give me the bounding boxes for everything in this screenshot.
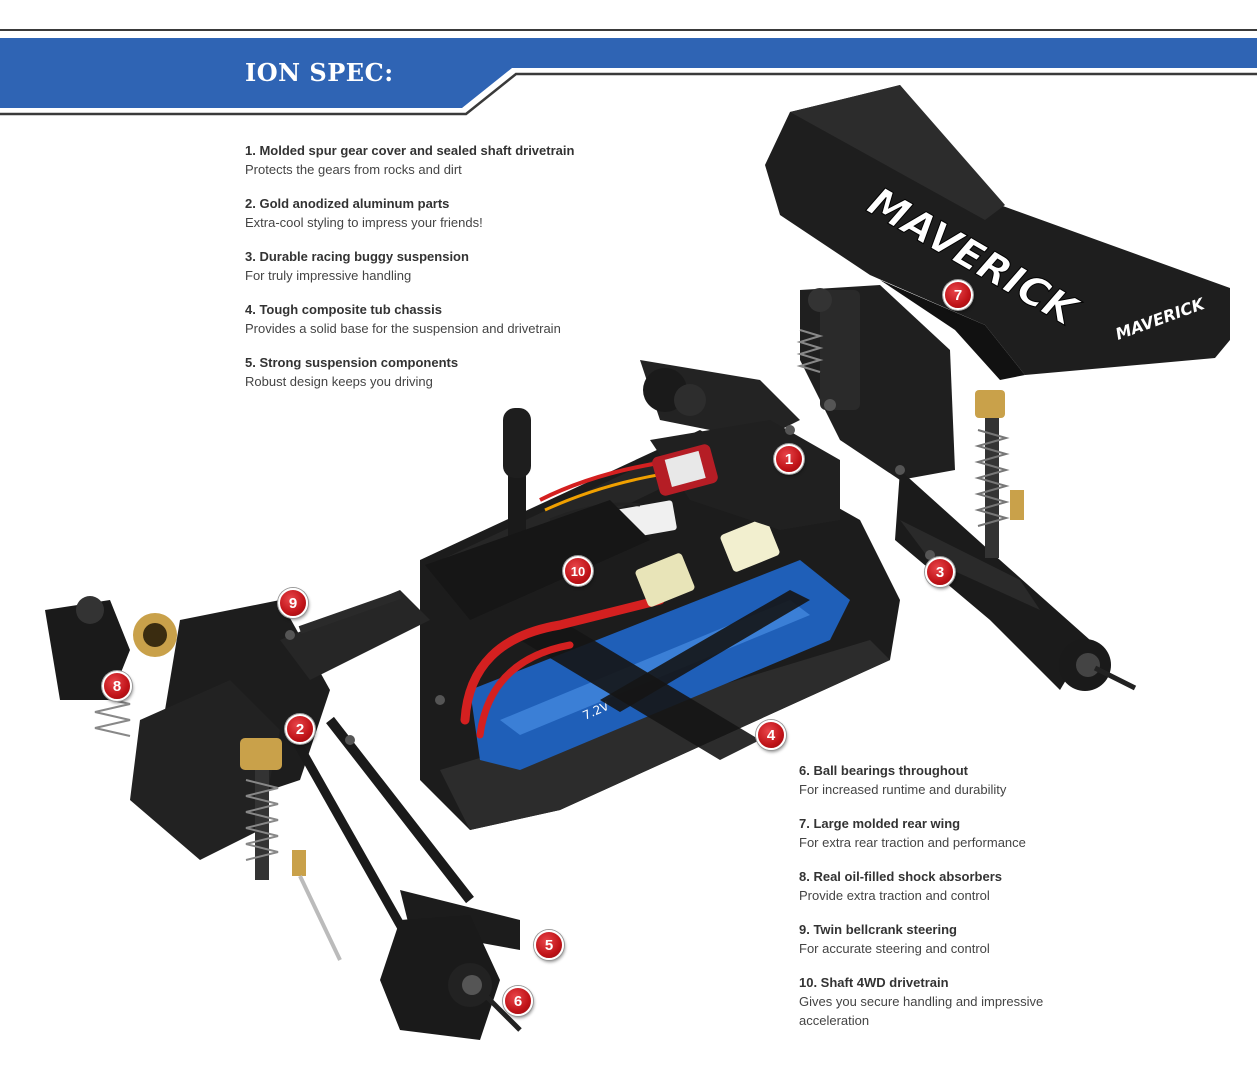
spec-desc: Protects the gears from rocks and dirt [245,162,462,177]
callout-2: 2 [285,714,315,744]
screws [285,399,935,745]
spec-title: 3. Durable racing buggy suspension [245,249,469,264]
front-suspension [45,590,522,1040]
callout-10: 10 [563,556,593,586]
receiver-box [425,408,650,620]
spec-item: 5. Strong suspension components Robust d… [245,354,665,391]
spec-item: 4. Tough composite tub chassis Provides … [245,301,665,338]
page-title: ION SPEC: [245,58,394,87]
spec-desc: For extra rear traction and performance [799,835,1026,850]
spec-title: 8. Real oil-filled shock absorbers [799,869,1003,884]
callout-8: 8 [102,671,132,701]
spec-title: 1. Molded spur gear cover and sealed sha… [245,143,575,158]
spec-desc: For increased runtime and durability [799,782,1007,797]
spec-title: 9. Twin bellcrank steering [799,922,957,937]
spec-item: 2. Gold anodized aluminum parts Extra-co… [245,195,665,232]
spec-item: 9. Twin bellcrank steering For accurate … [799,921,1069,958]
callout-7: 7 [943,280,973,310]
spec-item: 1. Molded spur gear cover and sealed sha… [245,142,665,179]
spec-desc: Robust design keeps you driving [245,374,433,389]
spec-title: 10. Shaft 4WD drivetrain [799,975,949,990]
spec-desc: Provide extra traction and control [799,888,990,903]
callout-1: 1 [774,444,804,474]
header-shape [0,29,1257,116]
spec-desc: For truly impressive handling [245,268,412,283]
spec-list-right: 6. Ball bearings throughout For increase… [799,762,1069,1046]
spec-desc: Gives you secure handling and impressive… [799,994,1044,1028]
front-right-shock [240,738,342,961]
rear-right-shock [974,390,1024,558]
spec-title: 7. Large molded rear wing [799,816,961,831]
callout-4: 4 [756,720,786,750]
callout-6: 6 [503,986,533,1016]
spec-desc: Provides a solid base for the suspension… [245,321,561,336]
callout-3: 3 [925,557,955,587]
spec-title: 4. Tough composite tub chassis [245,302,442,317]
battery-pack: 7.2V [470,560,850,770]
callout-9: 9 [278,588,308,618]
front-left-shock [94,613,177,737]
spec-desc: Extra-cool styling to impress your frien… [245,215,483,230]
rear-suspension [640,285,1137,691]
spec-item: 3. Durable racing buggy suspension For t… [245,248,665,285]
spec-list-left: 1. Molded spur gear cover and sealed sha… [245,142,665,407]
spec-title: 6. Ball bearings throughout [799,763,969,778]
spec-item: 6. Ball bearings throughout For increase… [799,762,1069,799]
callout-5: 5 [534,930,564,960]
header-banner: ION SPEC: [0,0,1257,120]
spec-title: 2. Gold anodized aluminum parts [245,196,450,211]
spec-item: 10. Shaft 4WD drivetrain Gives you secur… [799,974,1069,1030]
spec-item: 8. Real oil-filled shock absorbers Provi… [799,868,1069,905]
spec-desc: For accurate steering and control [799,941,990,956]
spec-title: 5. Strong suspension components [245,355,459,370]
spec-item: 7. Large molded rear wing For extra rear… [799,815,1069,852]
